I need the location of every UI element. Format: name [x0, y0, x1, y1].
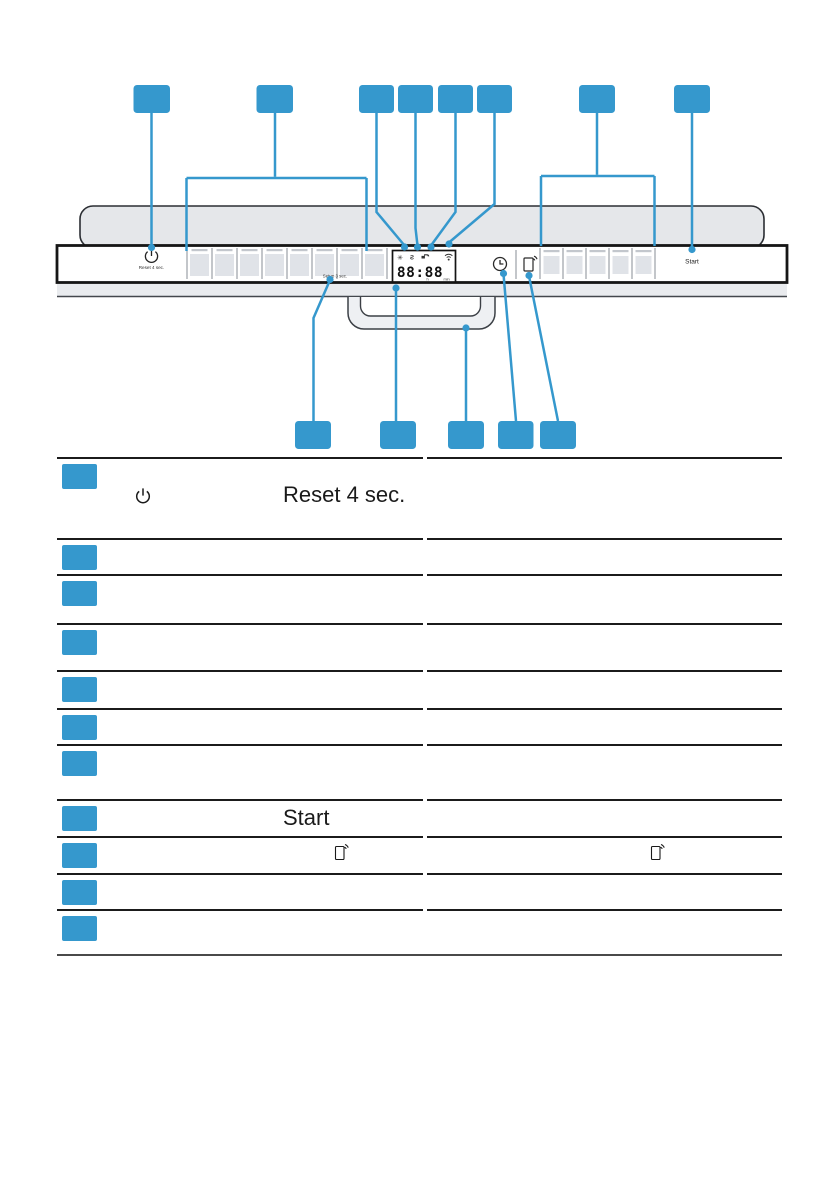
program-button[interactable] — [340, 254, 359, 276]
option-button-group — [539, 248, 656, 279]
program-button[interactable] — [240, 254, 259, 276]
callout-box — [256, 85, 293, 113]
wifi-icon — [444, 253, 453, 261]
remote-start-button[interactable] — [523, 255, 538, 272]
option-button[interactable] — [612, 256, 629, 274]
water-tap-icon — [421, 254, 430, 259]
callout-box — [359, 85, 394, 113]
callout-dots — [147, 240, 696, 332]
program-button-group: Setup 3 sec. — [186, 248, 388, 279]
table-row — [57, 909, 782, 954]
option-indicator-lights — [543, 250, 652, 253]
display-minute-unit: min — [444, 278, 450, 282]
callout-marker — [62, 545, 97, 570]
callout-box — [540, 421, 576, 449]
table-row — [57, 836, 782, 873]
option-button[interactable] — [635, 256, 652, 274]
table-row — [57, 623, 782, 670]
option-button[interactable] — [566, 256, 583, 274]
callout-box — [295, 421, 331, 449]
rinse-aid-icon: Ƨ — [410, 256, 414, 262]
callout-box — [133, 85, 170, 113]
callout-marker — [62, 751, 97, 776]
row-label: Start — [283, 804, 330, 830]
callout-marker — [62, 581, 97, 606]
option-button[interactable] — [543, 256, 560, 274]
legend-table: Reset 4 sec. — [57, 457, 782, 956]
start-button[interactable]: Start — [685, 259, 699, 266]
callout-box — [477, 85, 512, 113]
program-button[interactable] — [290, 254, 309, 276]
callout-boxes — [133, 85, 710, 449]
display: ✳ Ƨ 88:88 h min — [391, 249, 457, 283]
program-button[interactable] — [365, 254, 384, 276]
program-button[interactable] — [315, 254, 334, 276]
power-icon — [135, 488, 151, 504]
callout-marker — [62, 677, 97, 702]
smartphone-icon — [523, 255, 538, 272]
table-row — [57, 538, 782, 574]
door-handle-recess — [359, 297, 482, 317]
control-panel-diagram: Reset 4 sec. — [55, 85, 789, 449]
row-label: Reset 4 sec. — [283, 482, 406, 507]
display-time: 88:88 — [397, 265, 443, 281]
callout-marker — [62, 806, 97, 831]
power-reset-label: Reset 4 sec. — [139, 265, 165, 270]
appliance-top — [79, 205, 765, 249]
display-hour-unit: h — [427, 278, 429, 282]
callout-box — [498, 421, 534, 449]
callout-marker — [62, 464, 97, 489]
program-indicator-lights — [191, 249, 383, 252]
timer-button[interactable] — [492, 256, 508, 272]
program-button[interactable] — [265, 254, 284, 276]
setup-label: Setup 3 sec. — [323, 274, 347, 279]
program-button[interactable] — [190, 254, 209, 276]
smartphone-icon — [650, 843, 665, 861]
callout-box — [579, 85, 615, 113]
callout-marker — [62, 630, 97, 655]
program-button[interactable] — [215, 254, 234, 276]
callout-marker — [62, 715, 97, 740]
callout-marker — [62, 880, 97, 905]
callout-box — [380, 421, 416, 449]
callout-box — [674, 85, 710, 113]
salt-icon: ✳ — [397, 254, 403, 262]
table-row — [57, 670, 782, 708]
table-row: Reset 4 sec. — [57, 457, 782, 538]
callout-marker — [62, 843, 97, 868]
table-row — [57, 744, 782, 799]
option-button[interactable] — [589, 256, 606, 274]
callout-marker — [62, 916, 97, 941]
callout-box — [398, 85, 433, 113]
callout-box — [438, 85, 473, 113]
table-row — [57, 873, 782, 909]
callout-leaders — [150, 113, 694, 422]
door-band — [57, 284, 787, 297]
callout-box — [448, 421, 484, 449]
table-row — [57, 708, 782, 744]
table-row — [57, 574, 782, 623]
clock-icon — [492, 256, 508, 272]
table-row: Start — [57, 799, 782, 836]
smartphone-icon — [334, 843, 349, 861]
